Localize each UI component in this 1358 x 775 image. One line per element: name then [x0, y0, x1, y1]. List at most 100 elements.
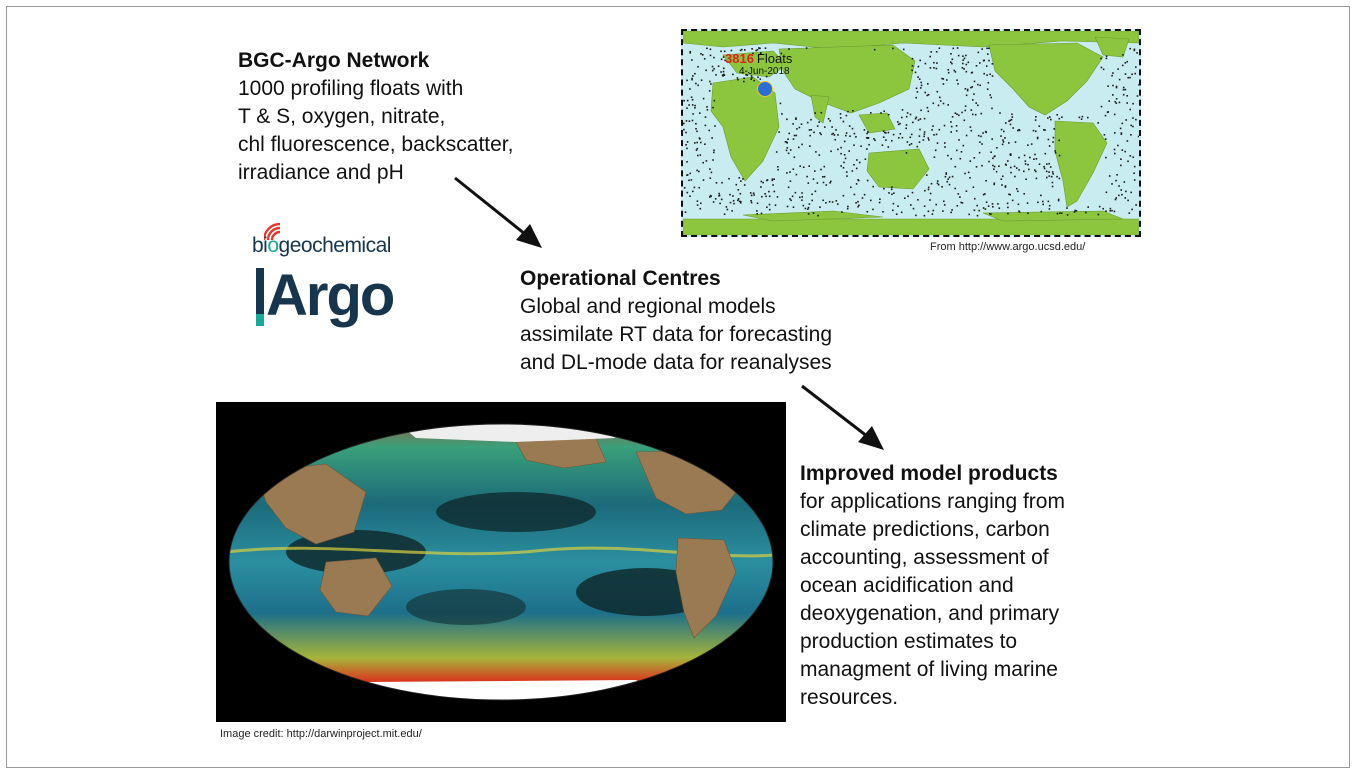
float-dot [714, 198, 717, 200]
float-dot [750, 201, 753, 204]
float-dot [793, 156, 796, 158]
float-dot [897, 121, 899, 123]
float-dot [712, 159, 714, 161]
float-dot [1038, 125, 1041, 127]
float-dot [895, 213, 898, 215]
float-dot [1038, 163, 1041, 165]
float-dot [944, 142, 946, 144]
float-dot [1008, 193, 1010, 196]
float-dot [841, 211, 843, 213]
float-dot [996, 147, 998, 149]
float-dot [872, 185, 874, 188]
float-dot [989, 73, 991, 76]
float-dot [981, 164, 983, 167]
float-dot [882, 211, 884, 213]
float-dot [973, 93, 975, 95]
float-dot [1010, 171, 1012, 174]
float-dot [1134, 72, 1136, 75]
float-dot [917, 65, 920, 68]
float-dot [808, 203, 811, 205]
float-dot [892, 47, 894, 50]
float-dot [711, 65, 714, 68]
float-dot [927, 110, 930, 113]
float-dot [970, 109, 973, 111]
float-dot [962, 55, 964, 57]
float-dot [885, 132, 887, 134]
bgc-line: 1000 profiling floats with [238, 77, 464, 100]
float-dot [1018, 156, 1020, 159]
float-dot [725, 206, 728, 208]
float-dot [994, 155, 996, 157]
float-dot [950, 121, 952, 123]
float-dot [1138, 84, 1139, 86]
float-dot [1121, 149, 1124, 151]
float-dot [1073, 211, 1076, 213]
float-dot [792, 123, 794, 125]
float-dot [695, 149, 698, 151]
float-dot [1122, 86, 1125, 89]
slide-frame [6, 6, 1350, 768]
float-dot [1098, 205, 1101, 208]
float-dot [902, 48, 905, 51]
float-dot [851, 127, 854, 130]
float-dot [720, 58, 723, 61]
float-dot [818, 154, 821, 156]
float-dot [766, 206, 768, 208]
float-dot [1129, 155, 1132, 157]
float-dot [893, 192, 895, 194]
float-dot [768, 208, 771, 211]
float-dot [718, 195, 720, 197]
float-dot [759, 47, 761, 50]
float-dot [866, 132, 868, 135]
float-dot [941, 186, 943, 188]
float-dot [756, 202, 759, 205]
float-dot [927, 188, 930, 191]
float-dot [805, 47, 808, 49]
float-dot [920, 81, 922, 84]
float-dot [868, 143, 870, 146]
float-dot [1104, 114, 1107, 117]
float-dot [750, 75, 753, 77]
float-dot [837, 134, 839, 136]
float-dot [1000, 135, 1002, 137]
float-dot [956, 79, 958, 81]
float-dot [909, 136, 912, 139]
float-dot [745, 74, 747, 76]
float-dot [1107, 111, 1109, 113]
float-dot [957, 193, 960, 195]
float-dot [1005, 122, 1007, 124]
float-dot [900, 211, 903, 214]
float-dot [689, 50, 692, 53]
float-dot [863, 193, 866, 196]
float-dot [1124, 197, 1127, 199]
float-dot [927, 137, 930, 139]
float-dot [1115, 85, 1118, 88]
float-dot [970, 129, 973, 132]
float-dot [1000, 128, 1003, 131]
float-dot [1135, 118, 1137, 121]
float-dot [929, 199, 931, 201]
float-dot [1033, 158, 1035, 160]
float-dot [720, 71, 722, 73]
float-dot [965, 70, 968, 73]
float-dot [831, 133, 833, 136]
float-dot [905, 115, 908, 118]
float-dot [1100, 105, 1103, 108]
float-dot [740, 200, 742, 203]
float-dot [932, 102, 935, 105]
float-dot [807, 182, 810, 184]
float-dot [942, 210, 944, 212]
float-dot [969, 177, 971, 179]
float-dot [694, 104, 696, 107]
float-dot [975, 65, 978, 67]
float-dot [699, 138, 701, 140]
float-dot [853, 193, 856, 196]
float-dot [1035, 116, 1037, 118]
float-dot [1135, 66, 1137, 68]
float-dot [988, 160, 990, 163]
float-dot [689, 88, 691, 90]
float-dot [964, 172, 966, 175]
float-dot [956, 113, 958, 115]
